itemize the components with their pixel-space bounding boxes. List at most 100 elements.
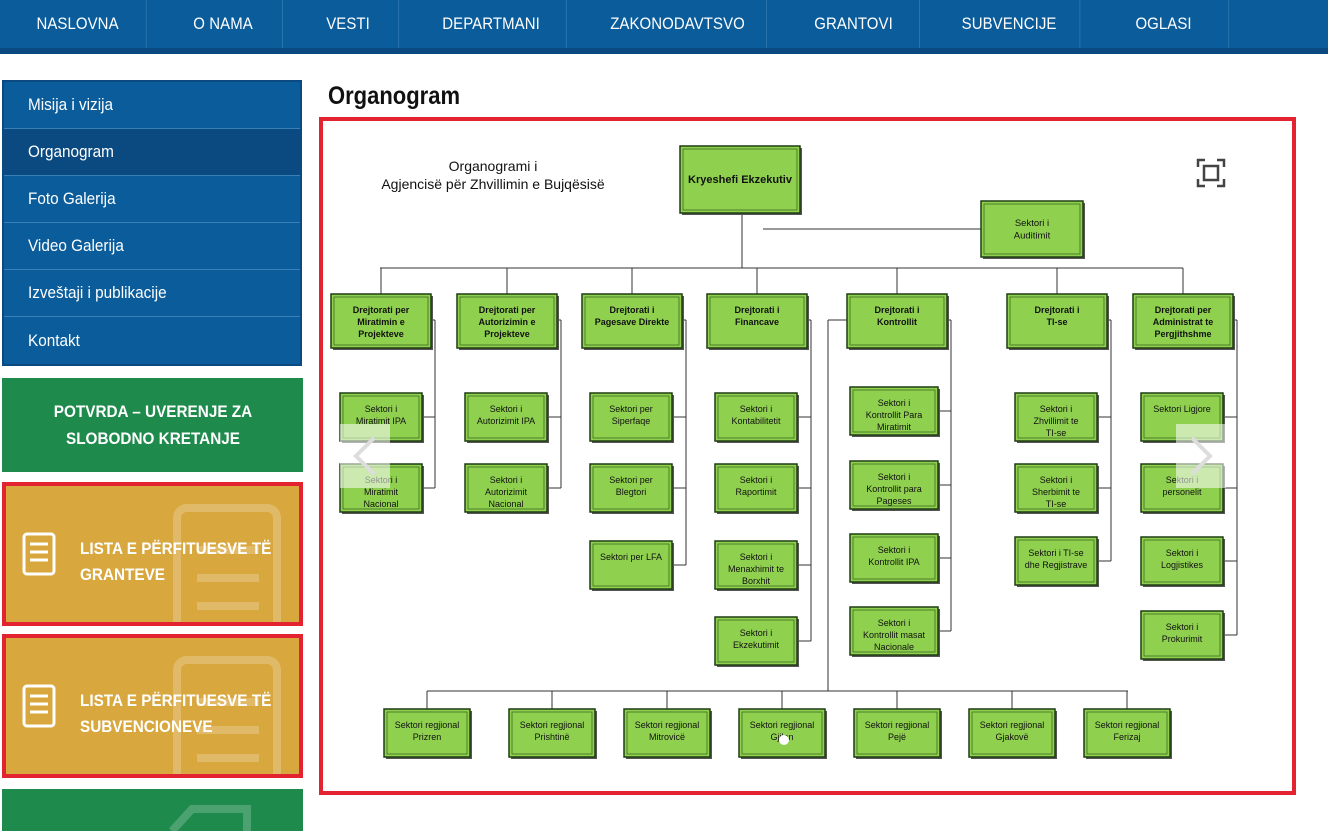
- org-box-text: Sektori regjional: [865, 720, 930, 730]
- sector-box: Sektori i Sherbimit te TI-se: [1014, 463, 1099, 514]
- nav-item-naslovna[interactable]: NASLOVNA: [9, 0, 147, 48]
- org-box-text: Drejtorati i: [609, 305, 654, 315]
- org-box-text: Kontrollit para: [866, 484, 922, 494]
- org-box-text: Sektori i: [740, 475, 773, 485]
- org-box-text: Sektori i: [878, 618, 911, 628]
- org-box-text: Drejtorati per: [479, 305, 536, 315]
- sidebar-item-kontakt[interactable]: Kontakt: [4, 317, 300, 364]
- slider-prev-button[interactable]: [340, 424, 390, 488]
- sidebar-item-label: Organogram: [28, 142, 114, 161]
- document-watermark-icon: [169, 805, 251, 831]
- org-box-text: Sherbimit te: [1032, 487, 1080, 497]
- org-box-text: Raportimit: [735, 487, 777, 497]
- org-box-text: Nacional: [363, 499, 398, 509]
- sidebar-item-video-galerija[interactable]: Video Galerija: [4, 223, 300, 270]
- fullscreen-icon[interactable]: [1196, 158, 1226, 188]
- org-box-text: Sektori i: [878, 398, 911, 408]
- sector-box: Sektori i Prokurimit: [1140, 610, 1225, 661]
- document-watermark-icon: [173, 656, 281, 774]
- sidebar-item-label: Video Galerija: [28, 236, 124, 255]
- nav-item-subvencije[interactable]: SUBVENCIJE: [939, 0, 1081, 48]
- org-box-text: Zhvillimit te: [1033, 416, 1078, 426]
- org-box-text: Sektori i: [490, 404, 523, 414]
- org-box-text: Projekteve: [484, 329, 530, 339]
- org-box-text: Sektori i: [740, 628, 773, 638]
- org-box-text: Sektori Ligjore: [1153, 404, 1211, 414]
- nav-item-vesti[interactable]: VESTI: [298, 0, 400, 48]
- org-box-text: Drejtorati i: [1034, 305, 1079, 315]
- org-box-text: personelit: [1162, 487, 1202, 497]
- org-box-text: Sektori i: [365, 404, 398, 414]
- org-box-text: Kontrollit: [877, 317, 917, 327]
- nav-item-grantovi[interactable]: GRANTOVI: [788, 0, 920, 48]
- org-box-text: Sektori i: [878, 545, 911, 555]
- org-box-text: Sektori regjional: [980, 720, 1045, 730]
- org-box-text: Miratimit: [364, 487, 398, 497]
- org-box-text: Sektori i: [490, 475, 523, 485]
- nav-item-oglasi[interactable]: OGLASI: [1099, 0, 1230, 48]
- org-box-text: Sektori per: [609, 404, 653, 414]
- org-box-text: Sektori regjional: [1095, 720, 1160, 730]
- org-box-text: Auditimit: [1014, 230, 1051, 241]
- nav-item-zakonodavtsvo[interactable]: ZAKONODAVTSVO: [589, 0, 767, 48]
- org-box-text: Sektori i TI-se: [1028, 548, 1083, 558]
- org-box-text: Sektori i: [1015, 218, 1049, 229]
- org-box-text: Sektori per LFA: [600, 552, 662, 562]
- directorate-box: Drejtorati iTI-se: [1006, 293, 1109, 350]
- org-box-text: TI-se: [1046, 499, 1067, 509]
- org-box-text: Autorizimin e: [478, 317, 535, 327]
- sidebar-item-izvestaji[interactable]: Izveštaji i publikacije: [4, 270, 300, 317]
- org-box-text: Kontabilitetit: [731, 416, 781, 426]
- org-box-text: Sektori per: [609, 475, 653, 485]
- nav-item-departmani[interactable]: DEPARTMANI: [416, 0, 567, 48]
- org-box-text: Kontrollit Para: [866, 410, 923, 420]
- sidebar-item-label: Izveštaji i publikacije: [28, 283, 167, 302]
- document-list-icon: [22, 532, 56, 576]
- org-box-text: Gjakovë: [995, 732, 1028, 742]
- org-box-text: Prokurimit: [1162, 634, 1203, 644]
- slider-pagination-dot[interactable]: [779, 735, 789, 745]
- sidebar-item-misija[interactable]: Misija i vizija: [4, 82, 300, 129]
- org-box-text: Logjistikes: [1161, 560, 1204, 570]
- org-box-text: Sektori i: [1166, 622, 1199, 632]
- potvrda-banner-label: POTVRDA – UVERENJE ZA SLOBODNO KRETANJE: [53, 402, 252, 448]
- slider-next-button[interactable]: [1176, 424, 1226, 488]
- ceo-box: Kryeshefi Ekzekutiv: [679, 145, 802, 215]
- org-box-text: Nacional: [488, 499, 523, 509]
- chevron-left-icon: [353, 436, 376, 476]
- green-banner-bottom[interactable]: [2, 789, 303, 831]
- document-list-icon: [22, 684, 56, 728]
- chevron-right-icon: [1190, 436, 1213, 476]
- subsidies-beneficiaries-banner[interactable]: LISTA E PËRFITUESVE TË SUBVENCIONEVE: [2, 634, 303, 778]
- org-box-text: Prizren: [413, 732, 442, 742]
- org-box-text: Sektori i: [1040, 475, 1073, 485]
- org-box-text: Prishtinë: [534, 732, 569, 742]
- sidebar-item-foto-galerija[interactable]: Foto Galerija: [4, 176, 300, 223]
- potvrda-banner[interactable]: POTVRDA – UVERENJE ZA SLOBODNO KRETANJE: [2, 378, 303, 472]
- nav-item-o-nama[interactable]: O NAMA: [164, 0, 283, 48]
- sidebar-item-label: Foto Galerija: [28, 189, 116, 208]
- grants-beneficiaries-banner[interactable]: LISTA E PËRFITUESVE TË GRANTEVE: [2, 482, 303, 626]
- org-box-text: Nacionale: [874, 642, 914, 652]
- org-box-text: Kontrollit masat: [863, 630, 926, 640]
- org-box-text: Sektori i: [878, 472, 911, 482]
- sidebar-item-organogram[interactable]: Organogram: [4, 129, 300, 176]
- org-box-text: dhe Regjistrave: [1025, 560, 1088, 570]
- org-box-text: Pejë: [888, 732, 906, 742]
